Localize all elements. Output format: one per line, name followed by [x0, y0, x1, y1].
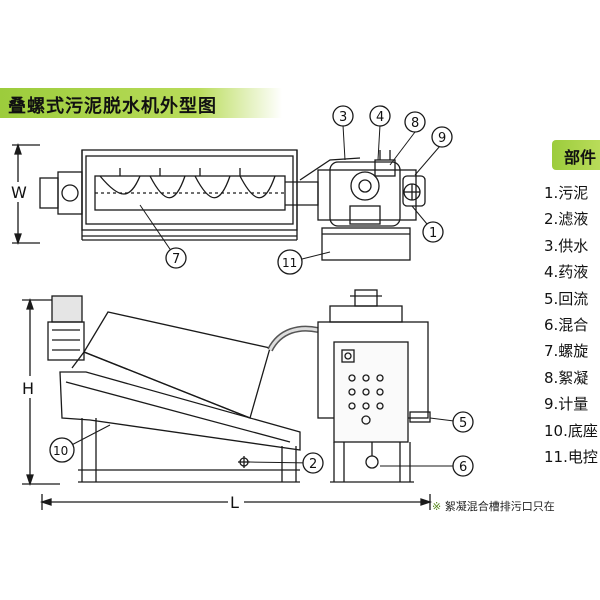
- callout-2: 2: [309, 457, 317, 472]
- legend-item: 8.絮凝: [544, 368, 589, 387]
- motor: [51, 295, 83, 323]
- top-view: W: [8, 142, 426, 261]
- callout-6: 6: [459, 460, 467, 475]
- diagram-title: 叠螺式污泥脱水机外型图: [8, 96, 217, 117]
- callout-11: 11: [282, 256, 297, 270]
- title-banner: [0, 88, 282, 118]
- tank-top: [317, 169, 417, 221]
- screw-body-side: [83, 311, 271, 419]
- parts-legend: 1.污泥 2.滤液 3.供水 4.药液 5.回流 6.混合 7.螺旋 8.絮凝 …: [544, 180, 600, 470]
- side-view: H L: [20, 289, 433, 512]
- note-text: 絮凝混合槽排污口只在: [444, 500, 555, 513]
- legend-item: 1.污泥: [544, 184, 589, 202]
- legend-item: 2.滤液: [544, 210, 589, 229]
- callout-markers: 1 2 3 4 8 9 5 6 7 10 11: [49, 105, 474, 477]
- callout-8: 8: [411, 116, 419, 131]
- legend-item: 7.螺旋: [544, 342, 589, 361]
- parts-banner: [552, 140, 600, 170]
- callout-1: 1: [429, 226, 437, 241]
- callout-10: 10: [53, 444, 68, 458]
- legend-item: 4.药液: [544, 263, 589, 282]
- footnote: ※ 絮凝混合槽排污口只在: [432, 498, 600, 514]
- callout-5: 5: [459, 416, 467, 431]
- screw-body: [94, 175, 286, 211]
- legend-item: 9.计量: [544, 395, 589, 414]
- legend-item: 3.供水: [544, 236, 589, 255]
- legend-item: 11.电控: [544, 447, 598, 466]
- w-label: W: [11, 183, 27, 202]
- callout-7: 7: [172, 252, 180, 267]
- parts-title: 部件: [564, 148, 597, 167]
- callout-4: 4: [376, 110, 384, 125]
- control-box-top: [321, 227, 411, 261]
- note-mark: ※: [432, 500, 442, 513]
- h-label: H: [22, 379, 34, 398]
- callout-9: 9: [438, 131, 446, 146]
- legend-item: 6.混合: [544, 315, 589, 334]
- l-label: L: [230, 493, 239, 512]
- legend-item: 5.回流: [544, 289, 589, 308]
- legend-item: 10.底座: [544, 421, 598, 440]
- callout-3: 3: [339, 110, 347, 125]
